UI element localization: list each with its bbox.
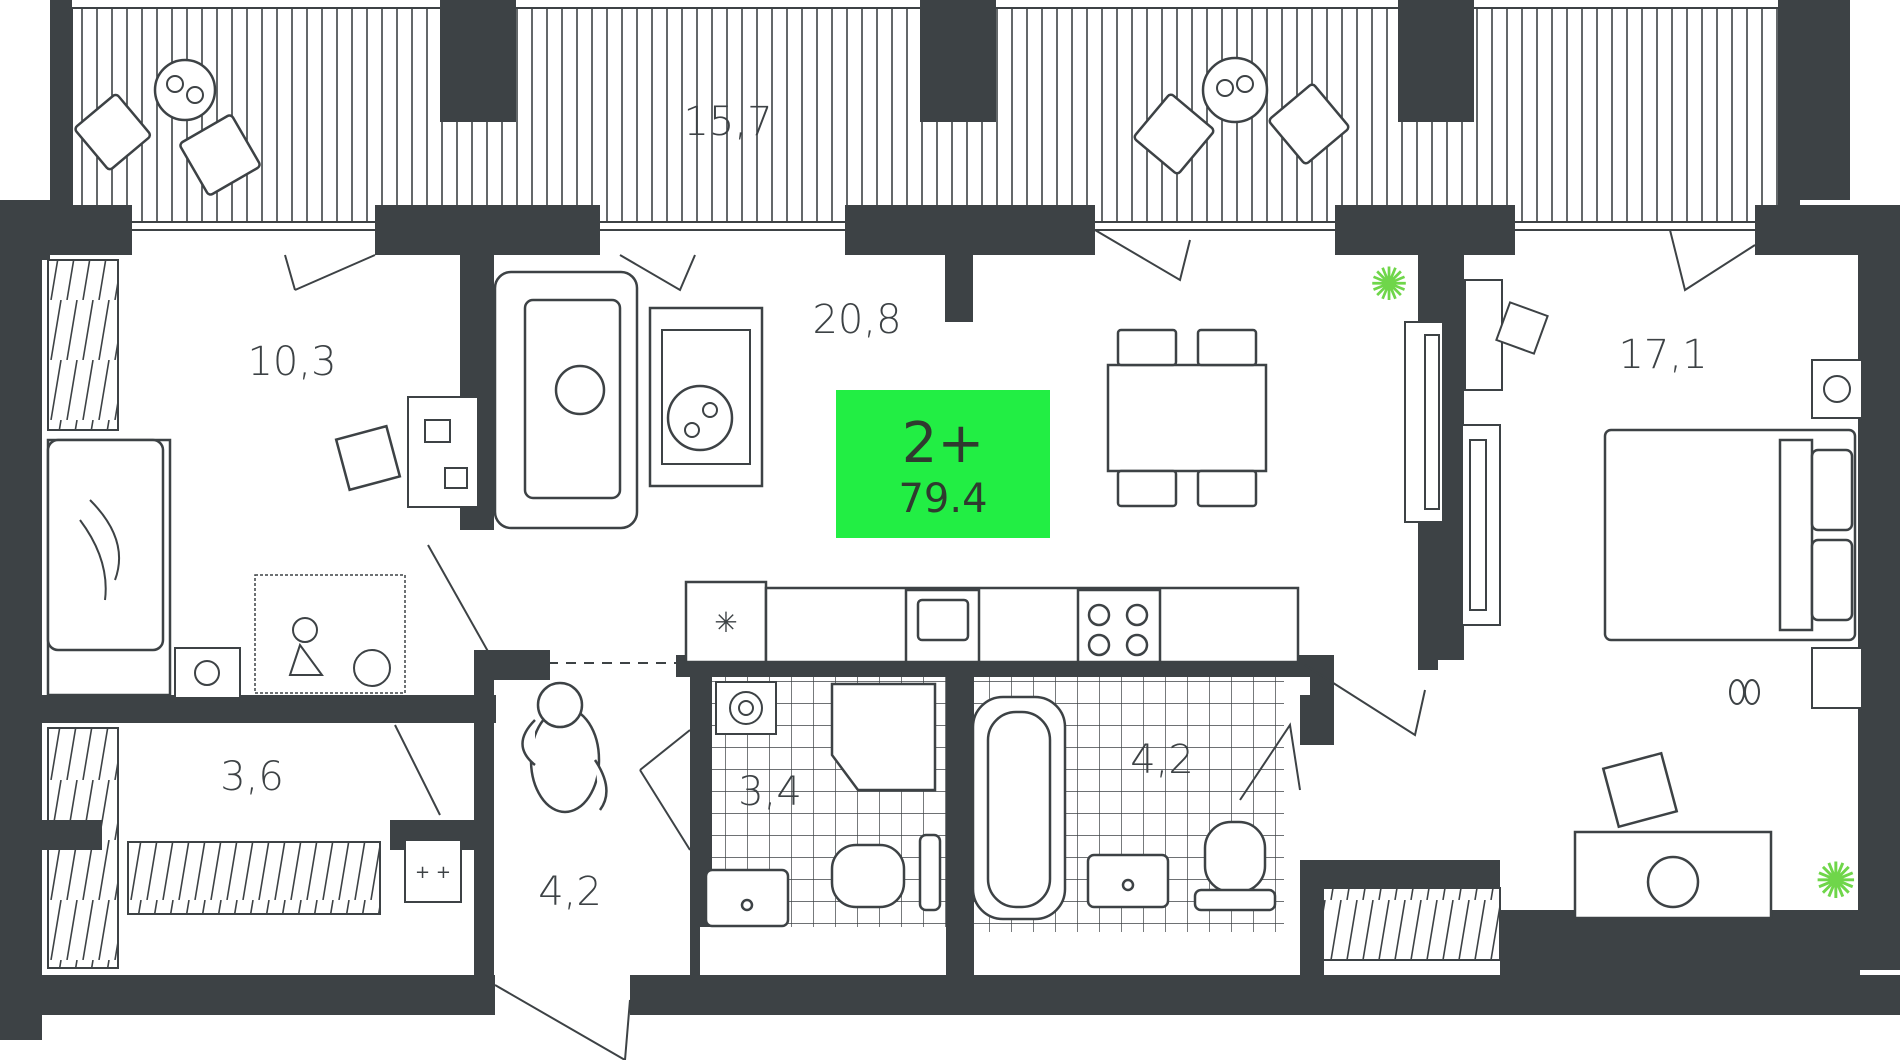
- armchair-icon-2: [1601, 751, 1679, 829]
- hall: + + 4,2: [404, 681, 608, 915]
- sink-icon: [704, 868, 790, 928]
- room-area-label: 3,6: [220, 754, 284, 800]
- tv-unit-icon-2: [1461, 424, 1501, 626]
- bathroom-small: 3,4: [700, 677, 946, 975]
- slippers-icon: [1729, 679, 1760, 705]
- armchair-icon: [334, 424, 402, 492]
- fridge-snowflake-icon: ✳: [714, 606, 737, 639]
- total-area-label: 79.4: [898, 476, 987, 522]
- nightstand-icon: [174, 647, 241, 699]
- balcony: [71, 0, 1781, 231]
- bathroom-large: 4,2: [971, 677, 1284, 932]
- desk-icon-2: [1464, 279, 1549, 391]
- nightstand-icon-2: [1811, 359, 1863, 709]
- room-area-label: 17,1: [1618, 332, 1707, 378]
- apartment-badge: 2+ 79.4: [836, 390, 1050, 538]
- double-bed-icon: [1603, 428, 1857, 642]
- doors: [284, 229, 1756, 1060]
- rug-icon: [648, 306, 764, 488]
- svg-text:+ +: + +: [415, 862, 451, 883]
- svg-text:✺: ✺: [1370, 257, 1409, 311]
- balcony-chair-icon: [74, 93, 261, 196]
- dog-icon: [521, 681, 608, 814]
- room-area-label: 4,2: [1130, 737, 1194, 783]
- bed-icon: [46, 438, 172, 697]
- bedroom-right: ✺ 17,1: [1461, 279, 1863, 920]
- balcony-table-icon: [153, 58, 217, 122]
- sink-icon-2: [1086, 853, 1170, 909]
- kitchen-living: ✳ ✺ 20,8 2+ 79.4: [493, 257, 1444, 664]
- room-area-label: 4,2: [538, 869, 602, 915]
- desk-icon: [407, 396, 479, 508]
- balcony-chair-icon-2: [1133, 83, 1350, 175]
- switch-panel-icon: + +: [404, 839, 462, 903]
- play-rug-icon: [254, 574, 406, 694]
- svg-text:✺: ✺: [1815, 852, 1857, 910]
- dining-table-icon: [1106, 328, 1268, 508]
- sofa-icon: [493, 270, 639, 530]
- left-bedroom: 10,3: [46, 259, 479, 699]
- bathtub-icon: [971, 695, 1067, 921]
- toilet-icon-2: [1193, 820, 1277, 912]
- tv-unit-icon: [1404, 321, 1444, 523]
- room-area-label: 15,7: [683, 99, 772, 145]
- rooms-count-label: 2+: [902, 411, 985, 476]
- room-area-label: 10,3: [247, 339, 336, 385]
- kitchen-counter: [684, 580, 1300, 664]
- wardrobe: [1301, 887, 1501, 961]
- dresser-icon: [1573, 830, 1773, 920]
- storage: 3,6: [47, 727, 381, 969]
- toilet-icon: [830, 833, 942, 912]
- room-area-label: 3,4: [738, 769, 802, 815]
- boiler-icon: [715, 681, 777, 735]
- plant-icon-2: ✺: [1815, 852, 1857, 910]
- plant-icon: ✺: [1370, 257, 1409, 311]
- shower-icon: [830, 682, 937, 792]
- room-area-label: 20,8: [812, 297, 901, 343]
- balcony-table-icon-2: [1201, 56, 1269, 124]
